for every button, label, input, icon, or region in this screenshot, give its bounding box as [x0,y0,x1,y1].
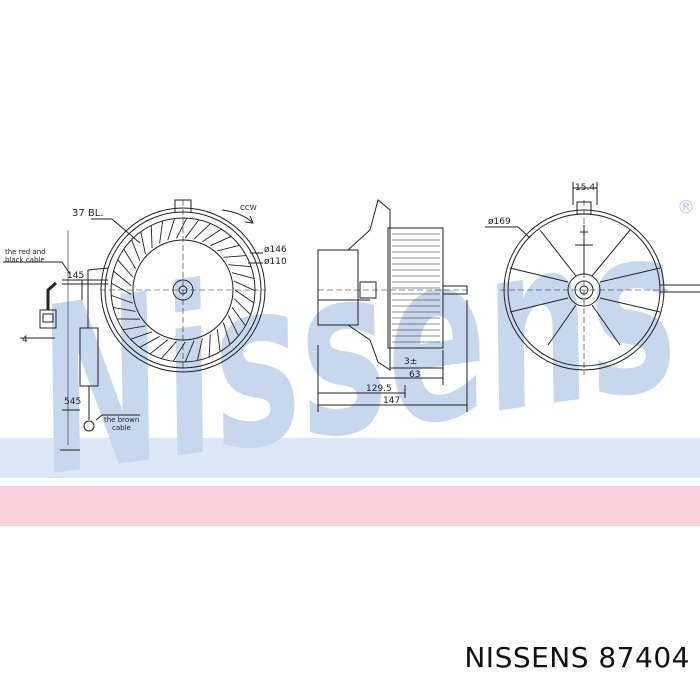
fan-blade [184,219,200,239]
brown-cable-label-1: the brown [104,416,139,424]
dia-169-label: ø169 [488,217,511,227]
fan-blade [231,307,246,327]
fan-blade [223,255,247,258]
dim-147-label: 147 [383,396,400,406]
fan-blade [113,306,136,312]
dim-3-label: 3± [404,357,417,367]
dim-15-4-label: 15.4 [575,183,595,193]
fan-blade [234,280,256,292]
fan-blade [193,223,211,240]
red-black-cable-label-2: black cable [5,256,45,264]
product-caption: NISSENS 87404 [464,641,690,674]
fan-blade [216,328,221,352]
fan-blade [233,298,251,315]
fan-blade [160,341,177,359]
dim-129-5-label: 129.5 [366,384,392,394]
dia-110-label: ø110 [264,257,287,267]
dim-4-label: 4 [22,335,28,345]
blue-stripe [0,438,700,478]
fan-blade [140,231,146,255]
fan-blade [184,340,195,363]
fan-front-view [91,199,266,373]
fan-blade [228,264,252,268]
fan-blade [208,334,211,358]
fan-blade [111,294,133,304]
fan-blade [122,325,146,331]
fan-blade [227,315,239,337]
registered-mark: ® [677,197,695,218]
dia-146-label: ø146 [264,245,287,255]
fan-blade [217,244,240,252]
red-black-cable-label-1: the red and [5,248,46,256]
fan-side-view [317,199,470,412]
fan-blade [123,248,137,269]
fan-blade [139,336,160,348]
fan-back-view [485,182,700,375]
fan-blade [111,282,132,295]
fan-blade [197,338,203,361]
blade-count-label: 37 BL. [72,208,104,219]
dim-63-label: 63 [409,370,420,380]
fan-blade [149,339,169,355]
dim-545-label: 545 [64,397,81,407]
fan-blade [175,217,188,239]
fan-blade [223,322,231,345]
fan-blade [202,228,222,243]
fan-blade [117,259,134,278]
fan-blade [113,270,132,286]
brown-cable-label-2: cable [112,424,131,432]
fan-blade [150,225,153,249]
cable-assembly [3,230,140,451]
fan-blade [167,218,176,241]
fan-blade [131,239,141,262]
fan-blade [159,220,164,244]
pink-stripe [0,486,700,526]
fan-blade [130,331,153,340]
rotation-label: CCW [240,204,257,212]
dim-145-label: 145 [67,271,84,281]
fan-blade [234,289,255,304]
fan-blade [231,272,255,279]
fan-blade [210,236,232,247]
